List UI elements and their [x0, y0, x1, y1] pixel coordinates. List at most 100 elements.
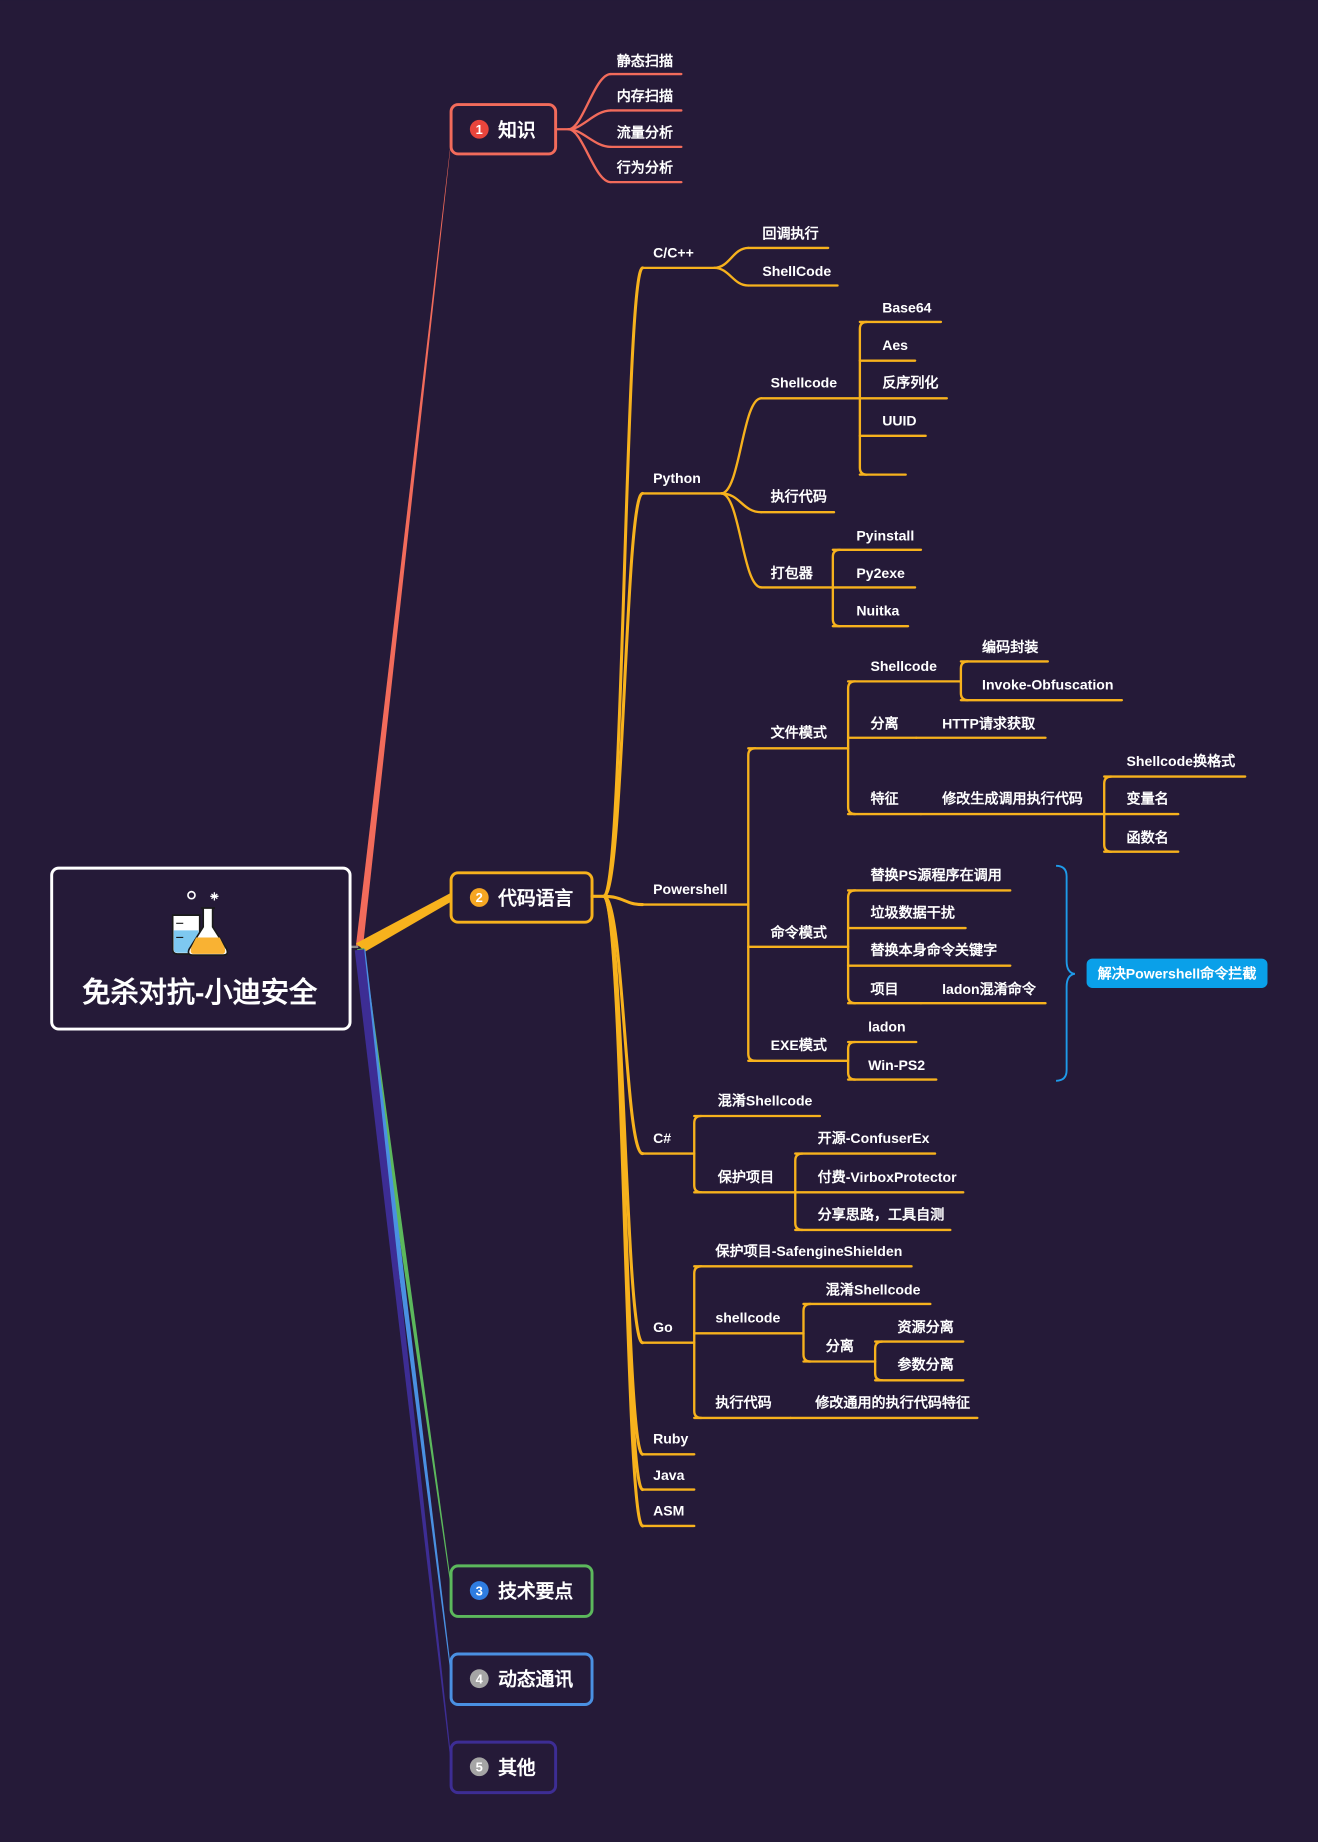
subtopic-nuitka[interactable]: Nuitka — [831, 603, 910, 628]
subtopic-function-names[interactable]: 函数名 — [1103, 829, 1180, 853]
subtopic-go-exec-code[interactable]: 执行代码 — [693, 1394, 792, 1420]
subtopic-packager[interactable]: 打包器 — [760, 565, 835, 589]
subtopic-ladon-obfuscate[interactable]: ladon混淆命令 — [919, 981, 1047, 1005]
subtopic-go-separation[interactable]: 分离 — [802, 1338, 877, 1363]
main-topic-box — [449, 1740, 558, 1795]
subtopic-replace-ps-source[interactable]: 替换PS源程序在调用 — [846, 867, 1012, 892]
subtopic-modify-generated-code[interactable]: 修改生成调用执行代码 — [919, 791, 1106, 816]
connector-line — [713, 266, 750, 287]
subtopic-exe-mode[interactable]: EXE模式 — [747, 1037, 850, 1062]
subtopic-label: 混淆Shellcode — [826, 1282, 921, 1298]
subtopic-cpp[interactable]: C/C++ — [641, 244, 716, 270]
subtopic-label: 修改生成调用执行代码 — [941, 791, 1083, 807]
subtopic-label: 回调执行 — [762, 226, 818, 242]
subtopic-python[interactable]: Python — [641, 470, 723, 495]
main-topic-other[interactable]: 5 其他 — [449, 1740, 558, 1795]
subtopic-label: Ruby — [653, 1431, 688, 1447]
main-topic-box — [449, 1652, 594, 1706]
subtopic-file-mode[interactable]: 文件模式 — [747, 725, 850, 750]
subtopic-base64[interactable]: Base64 — [858, 300, 943, 324]
subtopic-command-mode[interactable]: 命令模式 — [747, 924, 850, 949]
subtopic-signature[interactable]: 特征 — [846, 791, 923, 816]
subtopic-label: 函数名 — [1127, 829, 1169, 845]
central-topic[interactable]: 免杀对抗-小迪安全 — [50, 866, 352, 1031]
subtopic-label: 内存扫描 — [617, 88, 673, 104]
subtopic-label: 执行代码 — [771, 489, 827, 505]
summary-bracket — [1056, 864, 1076, 1082]
subtopic-deserialization[interactable]: 反序列化 — [858, 375, 948, 400]
subtopic-ruby[interactable]: Ruby — [641, 1431, 696, 1456]
subtopic-pyinstall[interactable]: Pyinstall — [831, 527, 923, 551]
subtopic-aes[interactable]: Aes — [858, 337, 917, 362]
subtopic-powershell[interactable]: Powershell — [641, 881, 750, 906]
subtopic-csharp[interactable]: C# — [641, 1130, 696, 1155]
subtopic-label: ladon — [868, 1018, 906, 1034]
summary-powershell[interactable]: 解决Powershell命令拦截 — [1056, 864, 1268, 1082]
subtopic-resource-separation[interactable]: 资源分离 — [873, 1319, 965, 1343]
main-topic-dynamic-comms[interactable]: 4 动态通讯 — [449, 1652, 594, 1706]
subtopic-python-shellcode[interactable]: Shellcode — [760, 375, 862, 400]
subtopic-label: 执行代码 — [715, 1394, 771, 1410]
subtopic-shellcode-reformat[interactable]: Shellcode换格式 — [1103, 753, 1247, 778]
subtopic-file-mode-shellcode[interactable]: Shellcode — [846, 658, 963, 683]
subtopic-java[interactable]: Java — [641, 1467, 696, 1491]
subtopic-share-ideas[interactable]: 分享思路，工具自测 — [794, 1206, 952, 1232]
subtopic-go-obfuscate-shellcode[interactable]: 混淆Shellcode — [802, 1282, 932, 1306]
subtopic-variable-names[interactable]: 变量名 — [1103, 791, 1180, 816]
subtopic-label: 资源分离 — [897, 1319, 953, 1335]
subtopic-memory-scan[interactable]: 内存扫描 — [609, 88, 683, 112]
subtopic-label: 分离 — [826, 1338, 854, 1354]
connector-code-languages — [355, 892, 453, 952]
main-topic-tech-points[interactable]: 3 技术要点 — [449, 1564, 594, 1618]
subtopic-label: 文件模式 — [771, 725, 827, 741]
number-badge-text: 1 — [476, 122, 483, 137]
subtopic-label: Aes — [882, 337, 908, 353]
number-badge-text: 5 — [476, 1759, 483, 1774]
main-topic-label: 代码语言 — [497, 887, 573, 909]
subtopic-http-fetch[interactable]: HTTP请求获取 — [915, 715, 1047, 739]
subtopic-uuid[interactable]: UUID — [858, 412, 927, 438]
subtopic-label: 参数分离 — [897, 1357, 953, 1373]
subtopic-label: Go — [653, 1319, 673, 1335]
subtopic-label: ASM — [653, 1502, 684, 1518]
subtopic-cpp-shellcode[interactable]: ShellCode — [747, 263, 839, 287]
main-topic-knowledge[interactable]: 1 知识 — [449, 103, 558, 156]
subtopic-label: Pyinstall — [856, 527, 914, 543]
subtopic-csharp-protect-project[interactable]: 保护项目 — [693, 1169, 797, 1194]
subtopic-win-ps2[interactable]: Win-PS2 — [846, 1057, 938, 1081]
subtopic-modify-exec-signature[interactable]: 修改通用的执行代码特征 — [789, 1394, 979, 1420]
subtopic-py2exe[interactable]: Py2exe — [831, 565, 917, 589]
subtopic-label: EXE模式 — [771, 1037, 827, 1053]
subtopic-junk-data[interactable]: 垃圾数据干扰 — [846, 904, 967, 930]
subtopic-go-shellcode[interactable]: shellcode — [693, 1310, 805, 1335]
subtopic-csharp-obfuscate-shellcode[interactable]: 混淆Shellcode — [693, 1092, 822, 1118]
subtopic-behavior-analysis[interactable]: 行为分析 — [609, 160, 683, 184]
subtopic-confuserex[interactable]: 开源-ConfuserEx — [794, 1130, 937, 1155]
subtopic-label: Invoke-Obfuscation — [982, 677, 1113, 693]
subtopic-ladon[interactable]: ladon — [846, 1018, 918, 1044]
subtopic-file-mode-separation[interactable]: 分离 — [846, 715, 918, 739]
subtopic-callback-exec[interactable]: 回调执行 — [747, 226, 830, 250]
connector-line — [567, 128, 613, 184]
flask-liquid — [190, 937, 226, 954]
subtopic-label: 命令模式 — [770, 924, 827, 940]
main-topic-code-languages[interactable]: 2 代码语言 — [449, 871, 594, 924]
connector-line — [602, 266, 645, 898]
subtopic-parameter-separation[interactable]: 参数分离 — [873, 1357, 965, 1382]
subtopic-safengine[interactable]: 保护项目-SafengineShielden — [693, 1243, 913, 1268]
subtopic-label: 项目 — [870, 981, 898, 997]
subtopic-label: 流量分析 — [617, 124, 673, 140]
subtopic-asm[interactable]: ASM — [641, 1502, 696, 1528]
subtopic-go[interactable]: Go — [641, 1319, 696, 1344]
subtopic-virboxprotector[interactable]: 付费-VirboxProtector — [794, 1169, 965, 1194]
subtopic-traffic-analysis[interactable]: 流量分析 — [609, 124, 683, 149]
subtopic-static-scan[interactable]: 静态扫描 — [609, 53, 683, 76]
subtopic-encode-wrap[interactable]: 编码封装 — [959, 639, 1049, 663]
subtopic-invoke-obfuscation[interactable]: Invoke-Obfuscation — [959, 677, 1124, 702]
main-topic-label: 其他 — [498, 1756, 536, 1778]
subtopic-label: Shellcode — [870, 658, 937, 674]
subtopic-replace-keywords[interactable]: 替换本身命令关键字 — [846, 942, 1012, 967]
subtopic-project[interactable]: 项目 — [846, 981, 923, 1005]
subtopic-python-exec-code[interactable]: 执行代码 — [760, 489, 836, 514]
